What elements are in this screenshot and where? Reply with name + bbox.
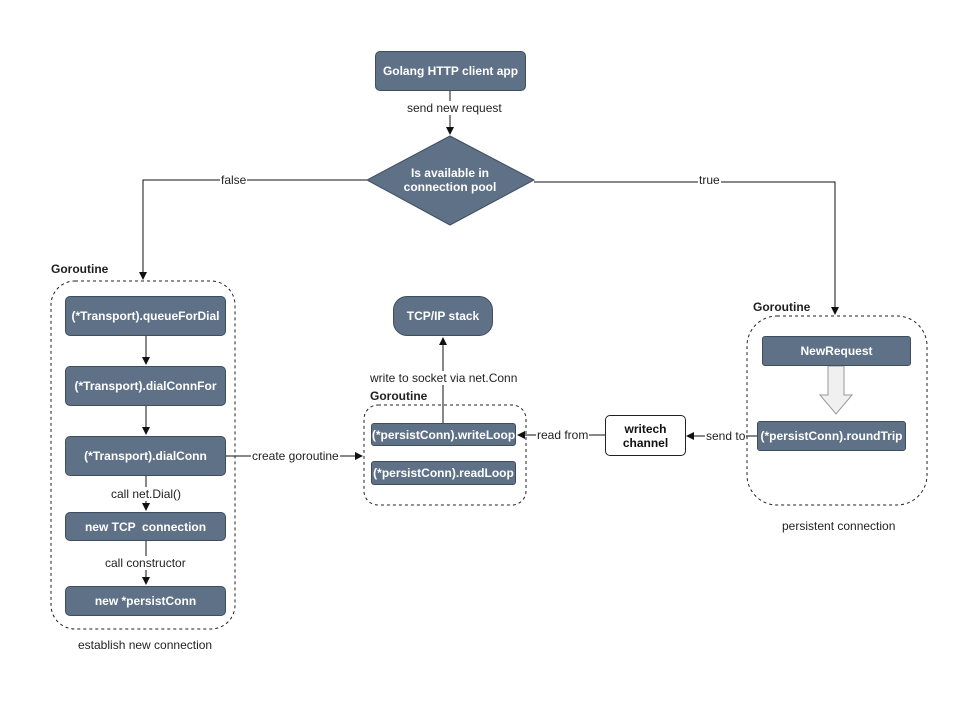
- false-label: false: [220, 173, 248, 187]
- read-loop-node: (*persistConn).readLoop: [371, 461, 516, 485]
- left-goroutine-group: [50, 280, 236, 630]
- dial-conn-node: (*Transport).dialConn: [65, 436, 226, 476]
- send-new-request-label: send new request: [406, 101, 503, 115]
- edge-false: [139, 179, 367, 280]
- call-net-dial-label: call net.Dial(): [110, 487, 183, 501]
- decision-diamond: [365, 135, 536, 226]
- writech-channel-node: writech channel: [605, 415, 686, 456]
- decision-text: Is available in connection pool: [390, 166, 510, 194]
- new-request-node: NewRequest: [762, 336, 911, 366]
- right-goroutine-title: Goroutine: [753, 300, 811, 314]
- writech-line2: channel: [622, 435, 669, 450]
- golang-http-client-app-node: Golang HTTP client app: [375, 51, 526, 91]
- right-caption: persistent connection: [782, 519, 896, 533]
- call-constructor-label: call constructor: [104, 556, 187, 570]
- left-caption: establish new connection: [78, 638, 213, 652]
- create-goroutine-label: create goroutine: [251, 449, 340, 463]
- left-goroutine-title: Goroutine: [51, 262, 109, 276]
- decision-text-line1: Is available in: [410, 166, 490, 180]
- read-from-label: read from: [536, 428, 590, 442]
- queue-for-dial-node: (*Transport).queueForDial: [65, 296, 226, 336]
- send-to-label: send to: [705, 429, 747, 443]
- middle-goroutine-group: [363, 404, 527, 506]
- true-label: true: [698, 173, 721, 187]
- middle-goroutine-title: Goroutine: [370, 389, 428, 403]
- new-tcp-connection-node: new TCP connection: [65, 512, 226, 541]
- right-goroutine-group: [746, 315, 928, 506]
- dial-conn-for-node: (*Transport).dialConnFor: [65, 366, 226, 406]
- hollow-down-arrow: [818, 365, 854, 415]
- new-persist-conn-node: new *persistConn: [65, 586, 226, 616]
- round-trip-node: (*persistConn).roundTrip: [757, 421, 906, 451]
- write-loop-node: (*persistConn).writeLoop: [371, 423, 516, 446]
- edge-true: [534, 181, 839, 315]
- tcp-ip-stack-node: TCP/IP stack: [393, 296, 493, 336]
- decision-text-line2: connection pool: [403, 180, 497, 194]
- writech-line1: writech: [624, 421, 667, 436]
- write-to-socket-label: write to socket via net.Conn: [369, 371, 519, 385]
